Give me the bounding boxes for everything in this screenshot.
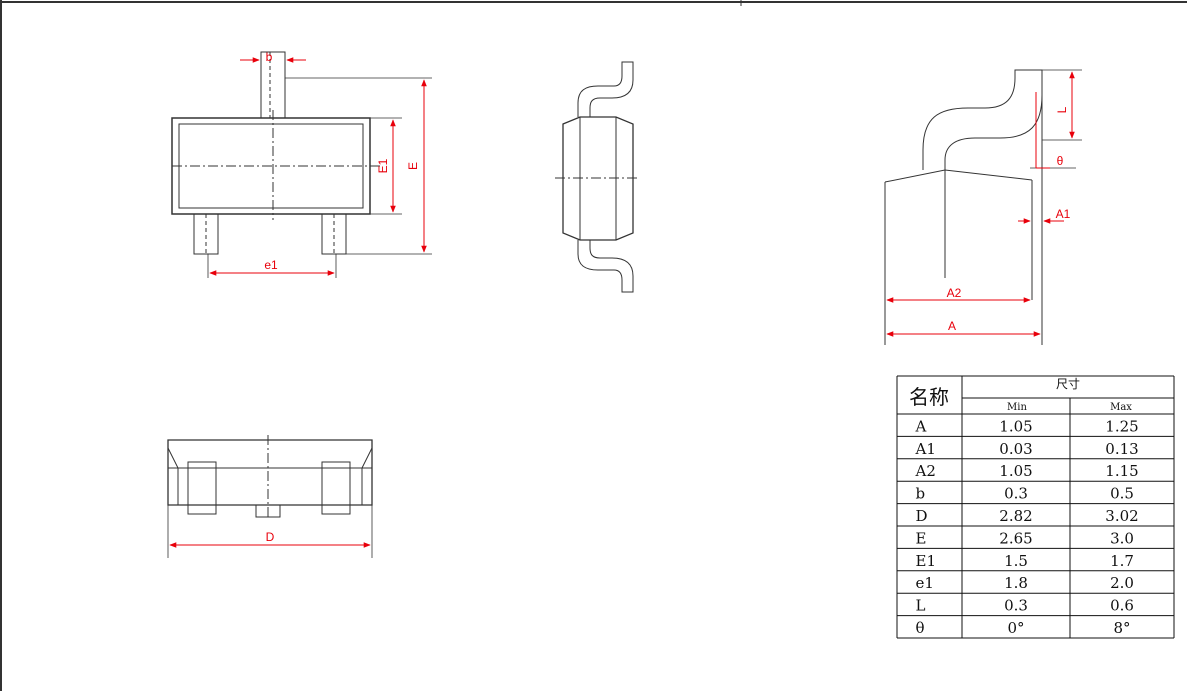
table-cell-min: 1.8 — [1004, 574, 1028, 592]
lead-detail-view — [884, 69, 1082, 345]
table-cell-name: D — [916, 507, 928, 525]
table-cell-min: 0.3 — [1004, 597, 1028, 615]
table-cell-min: 1.05 — [999, 462, 1032, 480]
table-cell-max: 1.7 — [1110, 552, 1134, 570]
table-cell-max: 0.13 — [1105, 440, 1138, 458]
table-cell-max: 3.0 — [1110, 529, 1134, 547]
table-cell-name: A2 — [915, 462, 936, 480]
table-size-header: 尺寸 — [1056, 377, 1080, 391]
label-E1: E1 — [376, 158, 390, 173]
label-e1: e1 — [264, 258, 278, 272]
table-cell-max: 2.0 — [1110, 574, 1134, 592]
table-cell-name: E1 — [916, 552, 937, 570]
label-A: A — [948, 319, 956, 333]
top-view-dimensions — [209, 57, 427, 276]
table-cell-name: L — [916, 597, 926, 615]
table-cell-min: 1.05 — [999, 417, 1032, 435]
table-cell-min: 2.82 — [999, 507, 1032, 525]
table-cell-min: 1.5 — [1004, 552, 1028, 570]
table-max-header: Max — [1110, 402, 1132, 413]
top-view — [171, 51, 432, 278]
table-cell-max: 0.5 — [1110, 485, 1134, 503]
table-cell-name: A — [915, 417, 927, 435]
table-cell-name: θ — [916, 619, 925, 637]
side-view — [555, 61, 640, 293]
label-A1: A1 — [1056, 207, 1071, 221]
table-cell-name: e1 — [916, 574, 934, 592]
label-b: b — [266, 50, 273, 64]
lead-detail-dimensions — [886, 71, 1075, 337]
table-cell-min: 0.03 — [999, 440, 1032, 458]
label-D: D — [266, 530, 275, 544]
label-E: E — [406, 162, 420, 170]
label-L: L — [1055, 106, 1069, 113]
table-cell-min: 2.65 — [999, 529, 1032, 547]
table-cell-max: 1.25 — [1105, 417, 1138, 435]
label-theta: θ — [1057, 154, 1064, 168]
table-cell-name: b — [916, 485, 926, 503]
table-cell-name: A1 — [915, 440, 936, 458]
label-A2: A2 — [947, 286, 962, 300]
table-cell-max: 0.6 — [1110, 597, 1134, 615]
table-name-header: 名称 — [909, 385, 949, 409]
table-min-header: Min — [1007, 402, 1027, 413]
table-cell-min: 0.3 — [1004, 485, 1028, 503]
bottom-view — [167, 435, 373, 558]
table-cell-max: 3.02 — [1105, 507, 1138, 525]
table-cell-min: 0° — [1007, 619, 1024, 637]
table-cell-max: 1.15 — [1105, 462, 1138, 480]
table-cell-max: 8° — [1113, 619, 1130, 637]
table-cell-name: E — [916, 529, 927, 547]
